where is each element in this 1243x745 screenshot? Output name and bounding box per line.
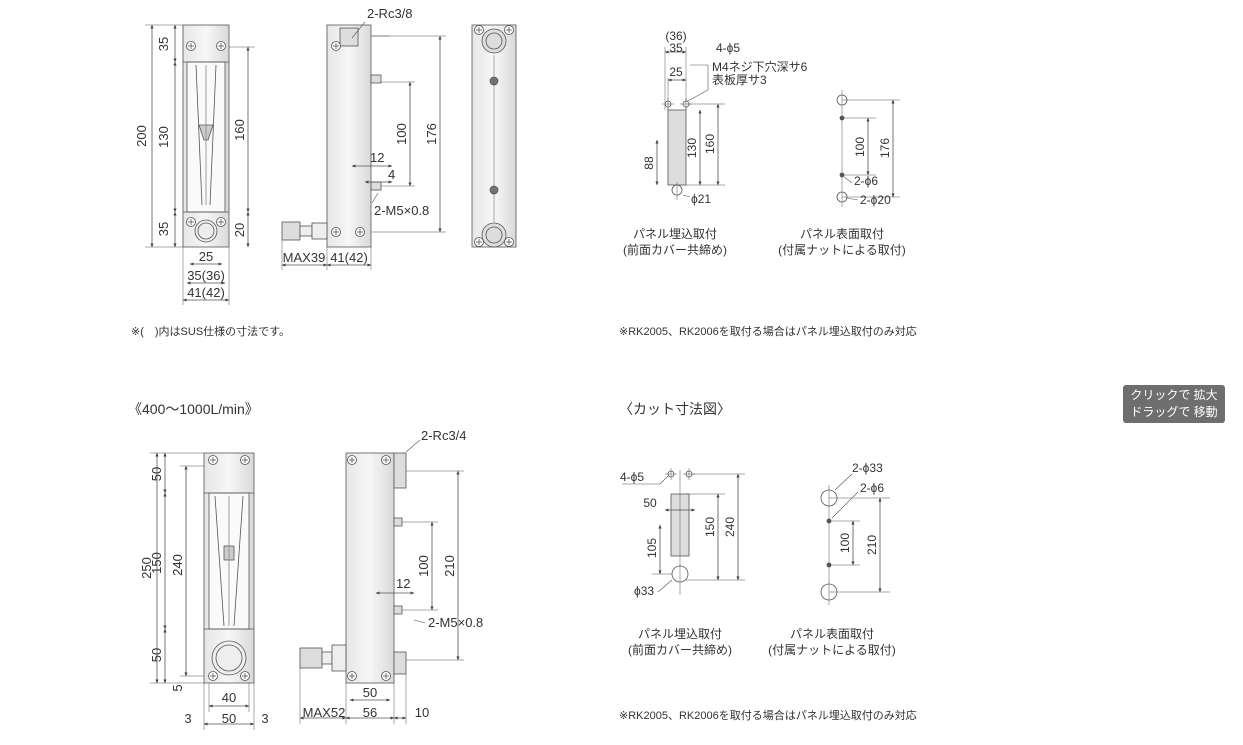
screw-note-line1: M4ネジ下穴深サ6 xyxy=(712,59,808,74)
dim-max52: MAX52 xyxy=(303,705,346,720)
dim-5-large: 5 xyxy=(170,684,185,691)
dim-88-cut: 88 xyxy=(642,156,656,170)
dim-150-cut-large: 150 xyxy=(703,517,717,537)
phi20-label: 2-ϕ20 xyxy=(860,193,891,207)
bottom-side-view xyxy=(299,439,464,724)
dim-41-42-front: 41(42) xyxy=(187,285,225,300)
top-front-view xyxy=(145,24,255,305)
dim-130-cut: 130 xyxy=(685,138,699,158)
dim-50-bottom-large: 50 xyxy=(149,648,164,662)
dim-35-36: 35(36) xyxy=(187,268,225,283)
zoom-hint-button[interactable]: クリックで 拡大 ドラッグで 移動 xyxy=(1123,385,1225,423)
embed-label-line1: パネル埋込取付 xyxy=(633,227,717,241)
dim-35-bottom: 35 xyxy=(156,222,171,236)
dim-210-side-large: 210 xyxy=(442,555,457,577)
phi6-label-large: 2-ϕ6 xyxy=(860,481,884,495)
dim-3-right: 3 xyxy=(261,711,268,726)
hole-label-large: 4-ϕ5 xyxy=(620,470,644,484)
panel-mount-note-top: ※RK2005、RK2006を取付る場合はパネル埋込取付のみ対応 xyxy=(619,326,917,338)
dim-20: 20 xyxy=(232,223,247,237)
dim-3-left: 3 xyxy=(184,711,191,726)
dim-240-cut-large: 240 xyxy=(723,517,737,537)
dim-176-side: 176 xyxy=(424,123,439,145)
dim-250: 250 xyxy=(139,557,154,579)
dim-40-large: 40 xyxy=(222,690,236,705)
dim-240-large: 240 xyxy=(170,554,185,576)
cut-dimension-heading: 〈カット寸法図〉 xyxy=(619,401,731,417)
dim-100-side-large: 100 xyxy=(416,555,431,577)
bottom-cut-embed xyxy=(622,470,745,595)
top-cut-surface xyxy=(836,90,900,207)
sus-dimension-note: ※( )内はSUS仕様の寸法です。 xyxy=(131,326,291,338)
top-back-view xyxy=(471,24,517,248)
dim-160: 160 xyxy=(232,119,247,141)
dim-35-top: 35 xyxy=(156,37,171,51)
dim-50-top-large: 50 xyxy=(149,467,164,481)
top-cut-embed xyxy=(655,47,725,200)
screw-label-small: 2-M5×0.8 xyxy=(374,203,429,218)
surface-label-line2-large: (付属ナットによる取付) xyxy=(768,643,896,657)
dim-41-42-side: 41(42) xyxy=(330,250,368,265)
dim-160-cut: 160 xyxy=(703,134,717,154)
port-label-large: 2-Rc3/4 xyxy=(421,428,467,443)
dim-25: 25 xyxy=(199,249,213,264)
dim-100-side: 100 xyxy=(394,123,409,145)
zoom-hint-line1: クリックで 拡大 xyxy=(1130,388,1218,402)
dim-105-cut-large: 105 xyxy=(645,538,659,558)
bottom-cut-surface xyxy=(820,473,890,605)
phi33-label-embed: ϕ33 xyxy=(634,584,654,598)
dim-100-surface: 100 xyxy=(853,137,867,157)
surface-label-line1: パネル表面取付 xyxy=(800,227,884,241)
dim-4-side: 4 xyxy=(388,167,395,182)
dim-12-side: 12 xyxy=(370,150,384,165)
port-label-small: 2-Rc3/8 xyxy=(367,6,413,21)
screw-note-line2: 表板厚サ3 xyxy=(712,73,767,87)
dim-12-side-large: 12 xyxy=(396,576,410,591)
dim-50-width-large: 50 xyxy=(222,711,236,726)
phi21-label: ϕ21 xyxy=(691,192,711,206)
hole-label-small: 4-ϕ5 xyxy=(716,41,740,55)
dim-130: 130 xyxy=(156,126,171,148)
embed-label-line2: (前面カバー共締め) xyxy=(623,242,727,257)
dim-176-surface: 176 xyxy=(878,138,892,158)
screw-label-large: 2-M5×0.8 xyxy=(428,615,483,630)
bottom-front-view xyxy=(150,452,255,730)
top-side-view xyxy=(281,21,446,270)
dim-max39: MAX39 xyxy=(283,250,326,265)
dim-50-side-large: 50 xyxy=(363,685,377,700)
surface-label-line1-large: パネル表面取付 xyxy=(790,627,874,641)
dim-35-cut: 35 xyxy=(669,41,683,55)
embed-label-line1-large: パネル埋込取付 xyxy=(638,627,722,641)
large-range-heading: 《400〜1000L/min》 xyxy=(128,401,259,417)
dim-36-cut: (36) xyxy=(665,29,686,43)
embed-label-line2-large: (前面カバー共締め) xyxy=(628,642,732,657)
panel-mount-note-bottom: ※RK2005、RK2006を取付る場合はパネル埋込取付のみ対応 xyxy=(619,710,917,722)
dim-10: 10 xyxy=(415,705,429,720)
dim-56: 56 xyxy=(363,705,377,720)
dim-200: 200 xyxy=(134,125,149,147)
dim-210-surface-large: 210 xyxy=(865,535,879,555)
dim-150-large: 150 xyxy=(149,552,164,574)
zoom-hint-line2: ドラッグで 移動 xyxy=(1130,405,1218,419)
dim-50-cut-large: 50 xyxy=(643,496,657,510)
phi33-label-surface: 2-ϕ33 xyxy=(852,461,883,475)
phi6-label-small: 2-ϕ6 xyxy=(854,174,878,188)
dim-25-cut: 25 xyxy=(669,65,683,79)
dim-100-surface-large: 100 xyxy=(838,533,852,553)
surface-label-line2: (付属ナットによる取付) xyxy=(778,243,906,257)
